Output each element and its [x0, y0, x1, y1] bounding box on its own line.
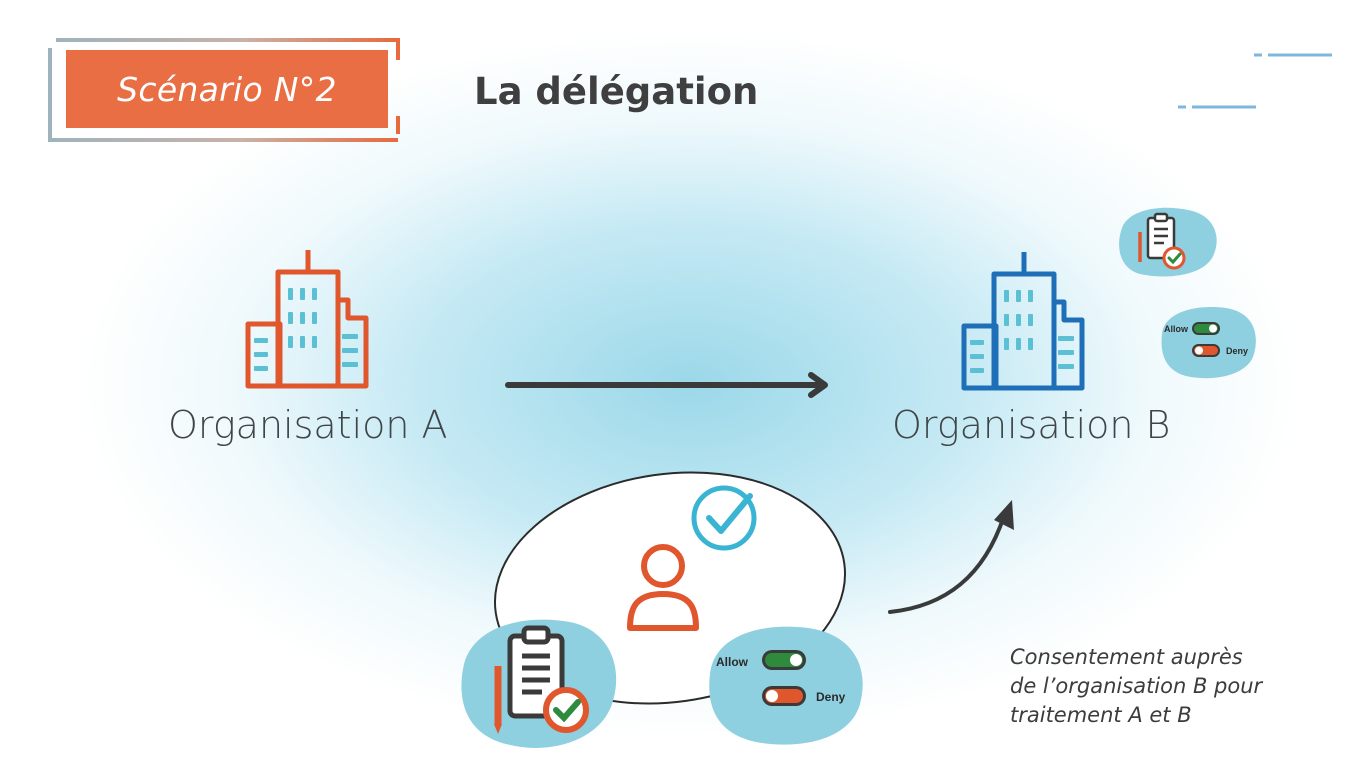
consent-caption: Consentement auprès de l’organisation B …	[1010, 643, 1330, 730]
building-b-icon	[961, 252, 1085, 391]
organisation-a-label: Organisation A	[168, 403, 448, 447]
clipboard-blob-large	[461, 619, 617, 748]
deny-label: Deny	[816, 690, 846, 704]
delegation-arrow	[505, 372, 828, 398]
badge-frame	[48, 38, 400, 142]
allow-label: Allow	[716, 655, 749, 669]
page-title: La délégation	[474, 70, 759, 113]
scenario-badge-label: Scénario N°2	[117, 69, 337, 109]
check-circle-icon	[691, 485, 757, 551]
decorative-dashes	[1178, 53, 1332, 109]
allow-label-small: Allow	[1164, 324, 1189, 334]
organisation-b-label: Organisation B	[892, 403, 1171, 447]
clipboard-blob-small	[1119, 207, 1217, 277]
caption-line-2: de l’organisation B pour	[1010, 674, 1263, 698]
scenario-badge: Scénario N°2	[66, 50, 388, 128]
building-a-icon	[245, 250, 369, 389]
curved-arrow	[888, 500, 1014, 614]
toggle-blob-large: Allow Deny	[709, 626, 863, 745]
user-icon	[627, 544, 699, 631]
caption-line-3: traitement A et B	[1010, 703, 1192, 727]
toggle-blob-small: Allow Deny	[1161, 307, 1256, 379]
caption-line-1: Consentement auprès	[1010, 645, 1243, 669]
deny-label-small: Deny	[1226, 346, 1248, 356]
